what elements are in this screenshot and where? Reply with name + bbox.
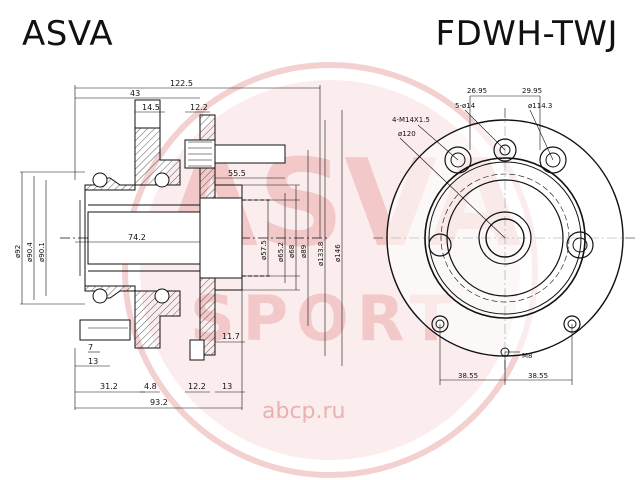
dim-31-2: 31.2	[100, 382, 118, 391]
watermark-site: abсp.ru	[262, 399, 346, 424]
dim-dia-146: ø146	[334, 244, 342, 262]
front-view-labels: 26.95 29.95 4-M14X1.5 5-ø14 ø114.3 ø120 …	[392, 87, 552, 380]
dim-dia-90-4: ø90.4	[26, 242, 34, 262]
dim-pcd-120: ø120	[398, 130, 416, 138]
dim-dia-90-1: ø90.1	[38, 242, 46, 262]
dim-dia-68: ø68	[288, 245, 296, 258]
dim-14-5: 14.5	[142, 103, 160, 112]
side-view	[60, 99, 330, 361]
part-number: FDWH-TWJ	[435, 14, 618, 54]
dim-43: 43	[130, 89, 140, 98]
dim-29-95: 29.95	[522, 87, 542, 95]
dim-13-left: 13	[88, 357, 98, 366]
dim-38-55-left: 38.55	[458, 372, 478, 380]
dim-dia-92: ø92	[14, 245, 22, 258]
brand-title: ASVA	[22, 14, 114, 54]
dim-26-95: 26.95	[467, 87, 487, 95]
dim-dia-57-5: ø57.5	[260, 240, 268, 260]
dim-pcd-114-3: ø114.3	[528, 102, 552, 110]
dim-13-bottom: 13	[222, 382, 232, 391]
dim-93-2: 93.2	[150, 398, 168, 407]
side-view-dimensions	[20, 85, 343, 410]
front-view-dimensions	[399, 95, 573, 385]
dim-4-8: 4.8	[144, 382, 157, 391]
dim-dia-65-2: ø65.2	[277, 242, 285, 262]
dim-7: 7	[88, 343, 93, 352]
dim-holes: 5-ø14	[455, 102, 476, 110]
dim-dia-133-8: ø133.8	[317, 242, 325, 266]
dim-55-5: 55.5	[228, 169, 246, 178]
dim-dia-89: ø89	[300, 245, 308, 258]
dim-overall-length: 122.5	[170, 79, 193, 88]
dim-m8: M8	[522, 352, 533, 360]
dim-12-2-top: 12.2	[190, 103, 208, 112]
dim-38-55-right: 38.55	[528, 372, 548, 380]
dim-12-2-bottom: 12.2	[188, 382, 206, 391]
dim-74-2: 74.2	[128, 233, 146, 242]
dim-11-7: 11.7	[222, 332, 240, 341]
dim-thread: 4-M14X1.5	[392, 116, 430, 124]
side-view-labels: 122.5 43 14.5 12.2 55.5 74.2 ø57.5 ø65.2…	[14, 79, 342, 407]
